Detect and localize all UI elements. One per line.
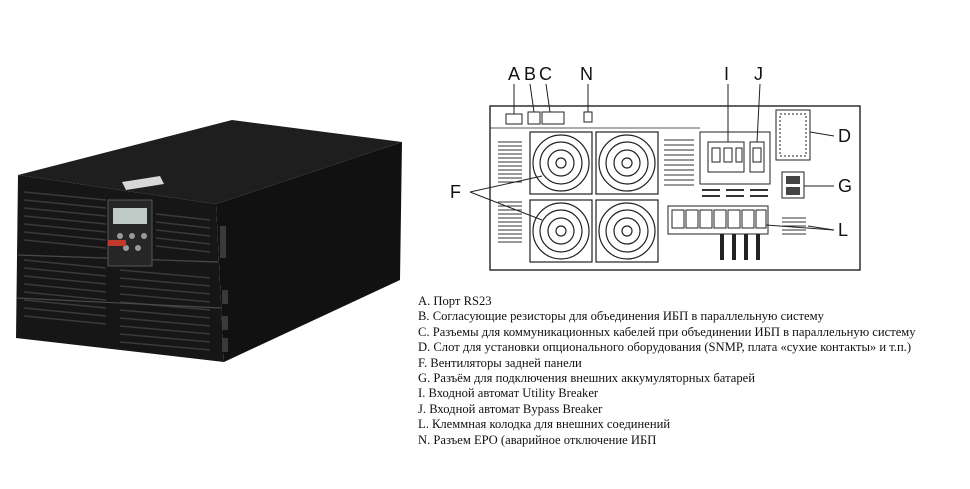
terminal-block bbox=[667, 205, 769, 235]
rear-vent-upper bbox=[498, 141, 522, 183]
callout-l: L bbox=[838, 220, 848, 240]
breaker-area bbox=[699, 131, 771, 185]
ups-top-surface bbox=[18, 120, 402, 204]
front-handles bbox=[220, 226, 228, 352]
callout-a: A bbox=[508, 64, 520, 84]
fan bbox=[595, 131, 659, 195]
fan bbox=[529, 199, 593, 263]
parallel-resistor-switch bbox=[527, 111, 541, 125]
top-label-plate bbox=[122, 176, 164, 190]
control-button bbox=[135, 245, 141, 251]
epo-port bbox=[583, 111, 593, 123]
small-vent-slots bbox=[702, 189, 768, 197]
callout-d: D bbox=[838, 126, 851, 146]
callout-c: C bbox=[539, 64, 552, 84]
callout-n: N bbox=[580, 64, 593, 84]
legend-list: A. Порт RS23 B. Согласующие резисторы дл… bbox=[418, 294, 916, 448]
legend-item: D. Слот для установки опционального обор… bbox=[418, 340, 912, 355]
brand-logo bbox=[108, 240, 126, 246]
control-button bbox=[117, 233, 123, 239]
legend-item: N. Разъем EPO (аварийное отключение ИБП bbox=[418, 432, 657, 447]
control-button bbox=[123, 245, 129, 251]
rear-vent-lower bbox=[498, 201, 522, 243]
terminal-cables bbox=[720, 234, 760, 260]
battery-connector bbox=[781, 171, 805, 199]
legend-item: A. Порт RS23 bbox=[418, 294, 492, 308]
rs232-port bbox=[505, 113, 523, 125]
legend-item: F. Вентиляторы задней панели bbox=[418, 355, 582, 370]
legend-item: J. Входной автомат Bypass Breaker bbox=[418, 401, 603, 416]
fan bbox=[529, 131, 593, 195]
rear-vent-middle bbox=[664, 139, 694, 186]
fan bbox=[595, 199, 659, 263]
rear-panel-diagram: A B C N I J D G F L bbox=[450, 64, 861, 271]
parallel-port bbox=[541, 111, 565, 125]
terminal-screws bbox=[671, 209, 767, 229]
bypass-breaker bbox=[749, 141, 765, 173]
callout-f: F bbox=[450, 182, 461, 202]
legend-item: C. Разъемы для коммуникационных кабелей … bbox=[418, 324, 916, 339]
callout-g: G bbox=[838, 176, 852, 196]
callout-i: I bbox=[724, 64, 729, 84]
utility-breaker bbox=[707, 141, 745, 173]
callout-b: B bbox=[524, 64, 536, 84]
ups-side-panel bbox=[216, 142, 402, 362]
legend-item: L. Клеммная колодка для внешних соединен… bbox=[418, 417, 671, 432]
control-button bbox=[129, 233, 135, 239]
leader-lines bbox=[469, 83, 835, 231]
callout-j: J bbox=[754, 64, 763, 84]
legend-item: G. Разъём для подключения внешних аккуму… bbox=[418, 371, 755, 386]
ups-front-photo bbox=[16, 120, 402, 362]
legend-item: B. Согласующие резисторы для объединения… bbox=[418, 309, 824, 324]
front-vent-grille bbox=[23, 191, 211, 351]
legend-item: I. Входной автомат Utility Breaker bbox=[418, 386, 599, 401]
option-slot bbox=[775, 109, 811, 161]
lcd-display bbox=[113, 208, 147, 224]
control-button bbox=[141, 233, 147, 239]
